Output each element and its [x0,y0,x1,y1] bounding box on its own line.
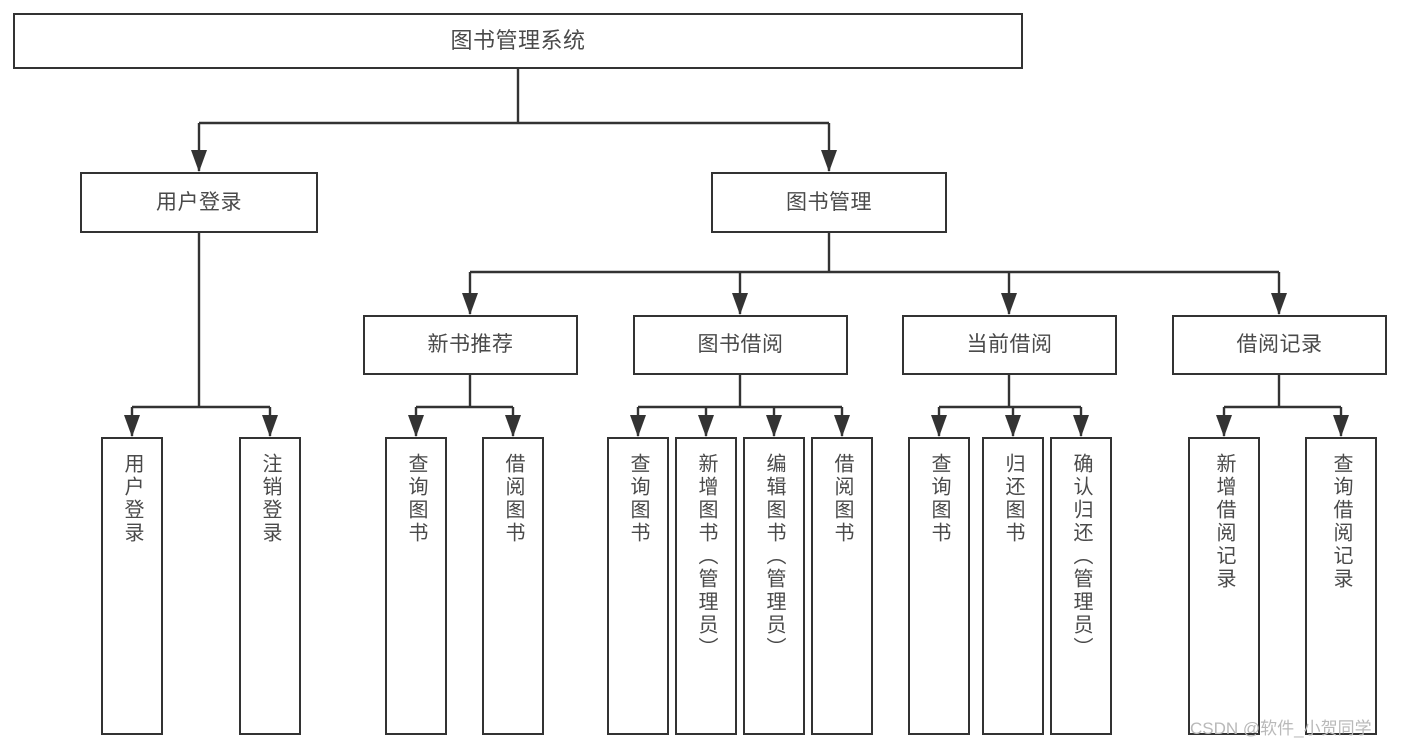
node-leaf-bw-edit[interactable]: 编辑图书（管理员） [743,437,805,735]
watermark-label: CSDN @软件_小贺同学 [1190,719,1372,738]
node-label-leaf-cur-confirm: 确认归还（管理员） [1070,453,1092,660]
node-newbook[interactable]: 新书推荐 [363,315,578,375]
arrow-icon-borrow-to-leaves-0 [630,415,646,437]
arrow-icon-borrow-to-leaves-2 [766,415,782,437]
node-label-leaf-user-login: 用户登录 [121,453,143,545]
arrow-icon-bookmgmt-to-level3-1 [732,293,748,315]
node-leaf-rec-add[interactable]: 新增借阅记录 [1188,437,1260,735]
node-leaf-bw-borrow[interactable]: 借阅图书 [811,437,873,735]
arrow-icon-bookmgmt-to-level3-3 [1271,293,1287,315]
node-label-leaf-rec-add: 新增借阅记录 [1213,453,1235,591]
arrow-icon-root-to-level2-1 [821,150,837,172]
node-label-leaf-bw-add: 新增图书（管理员） [695,453,717,660]
arrow-icon-bookmgmt-to-level3-0 [462,293,478,315]
node-label-leaf-bw-query: 查询图书 [627,453,649,545]
node-login[interactable]: 用户登录 [80,172,318,233]
arrow-icon-record-to-leaves-1 [1333,415,1349,437]
node-label-current: 当前借阅 [966,333,1053,357]
node-borrow[interactable]: 图书借阅 [633,315,848,375]
node-leaf-rec-query[interactable]: 查询借阅记录 [1305,437,1377,735]
node-label-login: 用户登录 [156,190,242,214]
node-leaf-nb-borrow[interactable]: 借阅图书 [482,437,544,735]
node-root[interactable]: 图书管理系统 [13,13,1023,69]
arrow-icon-record-to-leaves-0 [1216,415,1232,437]
node-label-leaf-user-logout: 注销登录 [259,453,281,545]
node-label-bookmgmt: 图书管理 [786,190,872,214]
node-leaf-nb-query[interactable]: 查询图书 [385,437,447,735]
arrow-icon-current-to-leaves-0 [931,415,947,437]
node-label-leaf-bw-edit: 编辑图书（管理员） [763,453,785,660]
node-record[interactable]: 借阅记录 [1172,315,1387,375]
node-bookmgmt[interactable]: 图书管理 [711,172,947,233]
arrow-icon-bookmgmt-to-level3-2 [1001,293,1017,315]
node-leaf-user-logout[interactable]: 注销登录 [239,437,301,735]
node-label-leaf-cur-query: 查询图书 [928,453,950,545]
arrow-icon-newbook-to-leaves-1 [505,415,521,437]
node-leaf-cur-query[interactable]: 查询图书 [908,437,970,735]
node-current[interactable]: 当前借阅 [902,315,1117,375]
node-label-root: 图书管理系统 [450,27,586,53]
node-label-newbook: 新书推荐 [427,333,514,357]
node-label-leaf-rec-query: 查询借阅记录 [1330,453,1352,591]
node-label-leaf-cur-return: 归还图书 [1002,453,1024,545]
arrow-icon-current-to-leaves-2 [1073,415,1089,437]
node-leaf-bw-add[interactable]: 新增图书（管理员） [675,437,737,735]
node-label-leaf-bw-borrow: 借阅图书 [831,453,853,545]
arrow-icon-borrow-to-leaves-1 [698,415,714,437]
arrow-icon-login-to-leaves-0 [124,415,140,437]
node-label-record: 借阅记录 [1236,333,1323,357]
arrow-icon-current-to-leaves-1 [1005,415,1021,437]
node-label-leaf-nb-query: 查询图书 [405,453,427,545]
node-leaf-cur-return[interactable]: 归还图书 [982,437,1044,735]
arrow-icon-newbook-to-leaves-0 [408,415,424,437]
arrow-icon-login-to-leaves-1 [262,415,278,437]
node-label-borrow: 图书借阅 [697,333,784,357]
arrow-icon-borrow-to-leaves-3 [834,415,850,437]
node-leaf-cur-confirm[interactable]: 确认归还（管理员） [1050,437,1112,735]
arrow-icon-root-to-level2-0 [191,150,207,172]
node-label-leaf-nb-borrow: 借阅图书 [502,453,524,545]
node-leaf-bw-query[interactable]: 查询图书 [607,437,669,735]
node-leaf-user-login[interactable]: 用户登录 [101,437,163,735]
